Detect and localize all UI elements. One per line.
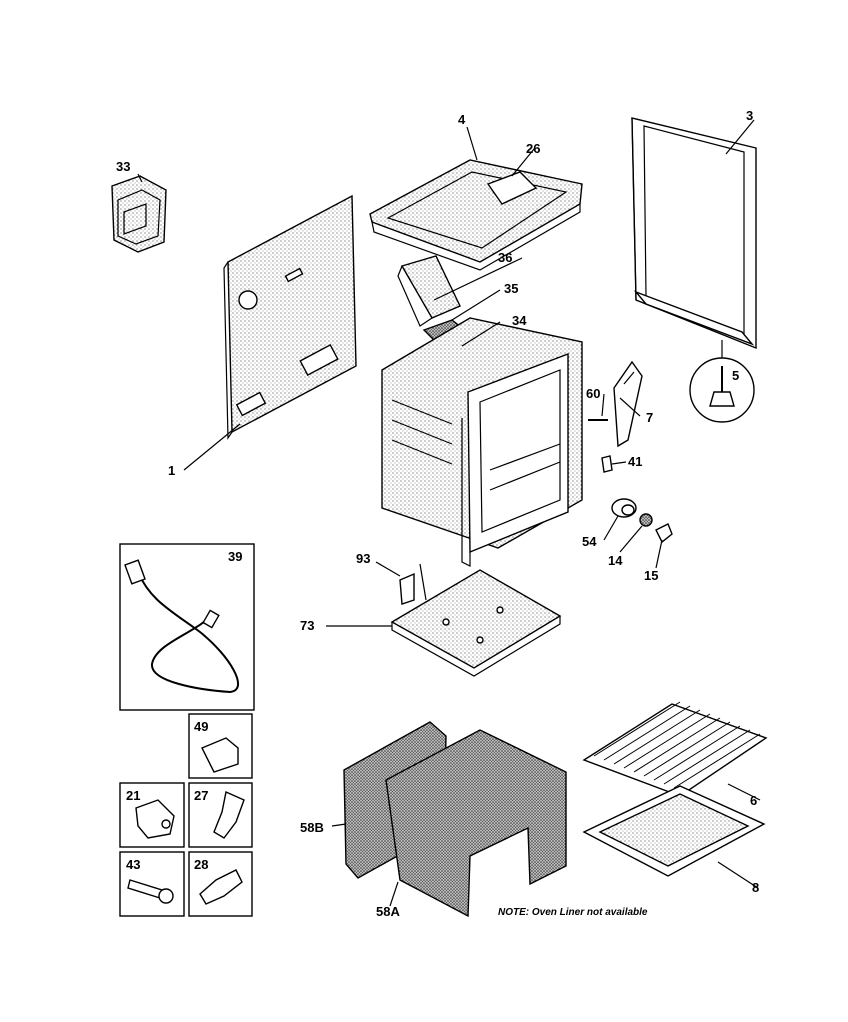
callout-73: 73 [300,618,314,633]
part-73-bottom-panel [390,569,562,677]
part-4-top [369,159,583,271]
callout-54: 54 [582,534,597,549]
part-6-oven-rack [582,701,768,797]
callout-14: 14 [608,553,623,568]
part-93-bracket [399,563,427,605]
part-5-leveling-leg [689,340,755,423]
callout-36: 36 [498,250,512,265]
callout-5: 5 [732,368,739,383]
part-8-broiler-pan [582,785,766,877]
oven-body-frame [381,317,583,567]
callout-8: 8 [752,880,759,895]
callout-1: 1 [168,463,175,478]
part-28-box [188,851,253,917]
callout-15: 15 [644,568,658,583]
callout-39: 39 [228,549,242,564]
part-49-box [188,713,253,779]
part-54-bushing [611,498,637,518]
callout-34: 34 [512,313,527,328]
part-33-bracket [111,175,167,253]
part-7-hinge [613,360,643,448]
part-27-box [188,782,253,848]
part-14-nut [639,513,653,527]
part-41-clip [601,455,613,473]
callout-21: 21 [126,788,140,803]
part-36-duct [397,255,461,327]
part-39-power-cord-box [119,543,255,711]
callout-3: 3 [746,108,753,123]
callout-60: 60 [586,386,600,401]
part-1-back-panel [223,194,357,440]
part-21-box [119,782,185,848]
part-15-knob [655,523,673,544]
callout-49: 49 [194,719,208,734]
part-43-box [119,851,185,917]
callout-28: 28 [194,857,208,872]
callout-27: 27 [194,788,208,803]
callout-58B: 58B [300,820,324,835]
callout-35: 35 [504,281,518,296]
callout-4: 4 [458,112,466,127]
leader-lines [137,119,761,907]
callout-41: 41 [628,454,642,469]
callout-43: 43 [126,857,140,872]
callout-26: 26 [526,141,540,156]
callout-33: 33 [116,159,130,174]
callout-58A: 58A [376,904,400,919]
callout-7: 7 [646,410,653,425]
part-3-side-panel [631,117,757,350]
callout-93: 93 [356,551,370,566]
oven-liner-note: NOTE: Oven Liner not available [498,907,648,918]
part-58A-insulation [385,729,567,918]
callout-6: 6 [750,793,757,808]
